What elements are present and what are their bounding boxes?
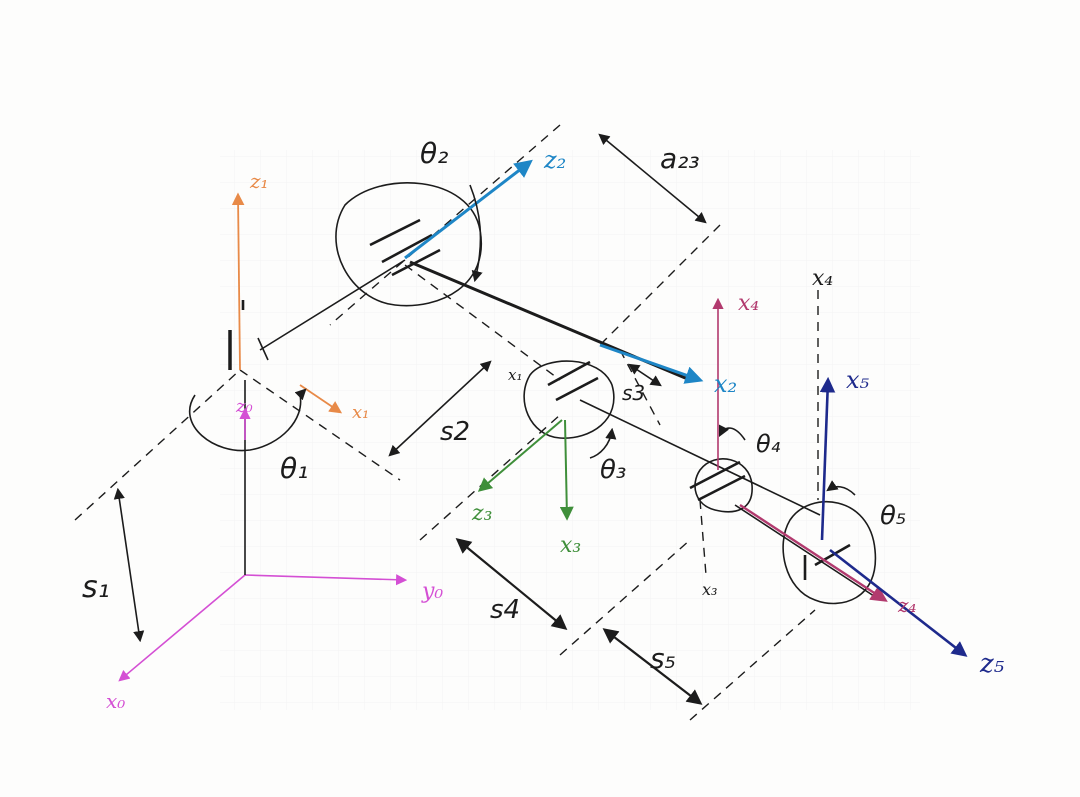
label-x3: x₃ — [560, 533, 581, 558]
dim-s1 — [113, 487, 145, 643]
label-theta5: θ₅ — [880, 501, 906, 531]
dash-s5-bottom — [689, 609, 816, 721]
label-s1: s₁ — [82, 570, 110, 605]
joint-circles — [188, 182, 877, 605]
label-x2: x₂ — [714, 370, 737, 398]
dash-link2-to-3 — [404, 264, 561, 381]
link-4-5 — [734, 504, 881, 601]
label-x1: x₁ — [352, 402, 369, 423]
label-x0: x₀ — [106, 689, 125, 713]
axis-y0 — [244, 574, 408, 586]
link-1-tick — [257, 337, 269, 361]
rot-theta2 — [469, 184, 483, 283]
axis-x0 — [118, 574, 246, 682]
label-s2: s2 — [440, 417, 470, 447]
dash-base-left — [74, 369, 241, 521]
dim-s5 — [602, 628, 703, 705]
axis-x1 — [299, 384, 343, 414]
dash-joint1-link — [239, 369, 401, 481]
link-1-2 — [259, 259, 406, 351]
label-theta2: θ₂ — [420, 137, 448, 170]
rot-theta5 — [826, 480, 856, 496]
label-a23: a₂₃ — [660, 142, 700, 175]
dash-s4-bottom — [559, 539, 691, 656]
label-theta4: θ₄ — [756, 430, 781, 458]
label-x3-small: x₃ — [702, 580, 717, 599]
dash-x3-small — [699, 499, 707, 576]
joint1-rotation-arc — [188, 394, 302, 452]
label-z5: z₅ — [979, 649, 1005, 679]
label-s3: s3 — [622, 381, 645, 405]
label-z4: z₄ — [897, 593, 917, 617]
labels: z₀ y₀ x₀ z₁ x₁ x₁ z₂ x₂ z₃ x₃ x₃ x₄ x₄ z… — [82, 137, 1005, 713]
joint5-circle — [782, 500, 877, 605]
axis-z1 — [231, 192, 245, 371]
joint3-circle — [523, 360, 615, 439]
dash-s3-side — [619, 349, 661, 426]
axis-z4 — [739, 503, 888, 602]
dashed-reference-lines — [74, 124, 819, 721]
dash-a23-top — [329, 124, 561, 326]
link-3-4 — [579, 399, 821, 516]
axis-x5 — [819, 376, 836, 541]
label-theta3: θ₃ — [600, 455, 626, 485]
joint4-circle — [694, 458, 753, 513]
rot-theta1-head — [294, 388, 307, 401]
dimension-arrows — [113, 133, 856, 705]
dim-s3 — [628, 363, 662, 387]
rot-theta4 — [718, 424, 746, 441]
grid-paper — [220, 150, 920, 710]
axis-z5 — [829, 548, 968, 657]
frame0 — [118, 574, 408, 682]
label-s4: s4 — [490, 595, 520, 625]
rot-theta3 — [589, 427, 617, 459]
joint-bars — [228, 218, 851, 580]
axis-x2 — [599, 343, 704, 384]
label-z2: z₂ — [543, 146, 566, 174]
axis-x3 — [559, 419, 574, 521]
label-s5: s₅ — [650, 642, 676, 675]
dim-a23 — [598, 133, 707, 224]
label-z3: z₃ — [471, 501, 492, 526]
label-x5: x₅ — [846, 366, 870, 394]
label-y0: y₀ — [421, 579, 443, 604]
label-z1: z₁ — [249, 169, 269, 193]
axis-z2 — [404, 159, 533, 260]
label-x4-dash: x₄ — [812, 266, 833, 291]
label-z0: z₀ — [235, 396, 253, 417]
dim-s2 — [388, 360, 492, 457]
label-x1-small: x₁ — [508, 366, 522, 384]
dash-a23-bottom — [599, 224, 721, 346]
dim-s4 — [455, 538, 568, 630]
joint2-circle — [335, 182, 483, 307]
label-x4-axis: x₄ — [738, 291, 759, 316]
axis-z3 — [477, 419, 563, 492]
label-theta1: θ₁ — [280, 452, 308, 485]
